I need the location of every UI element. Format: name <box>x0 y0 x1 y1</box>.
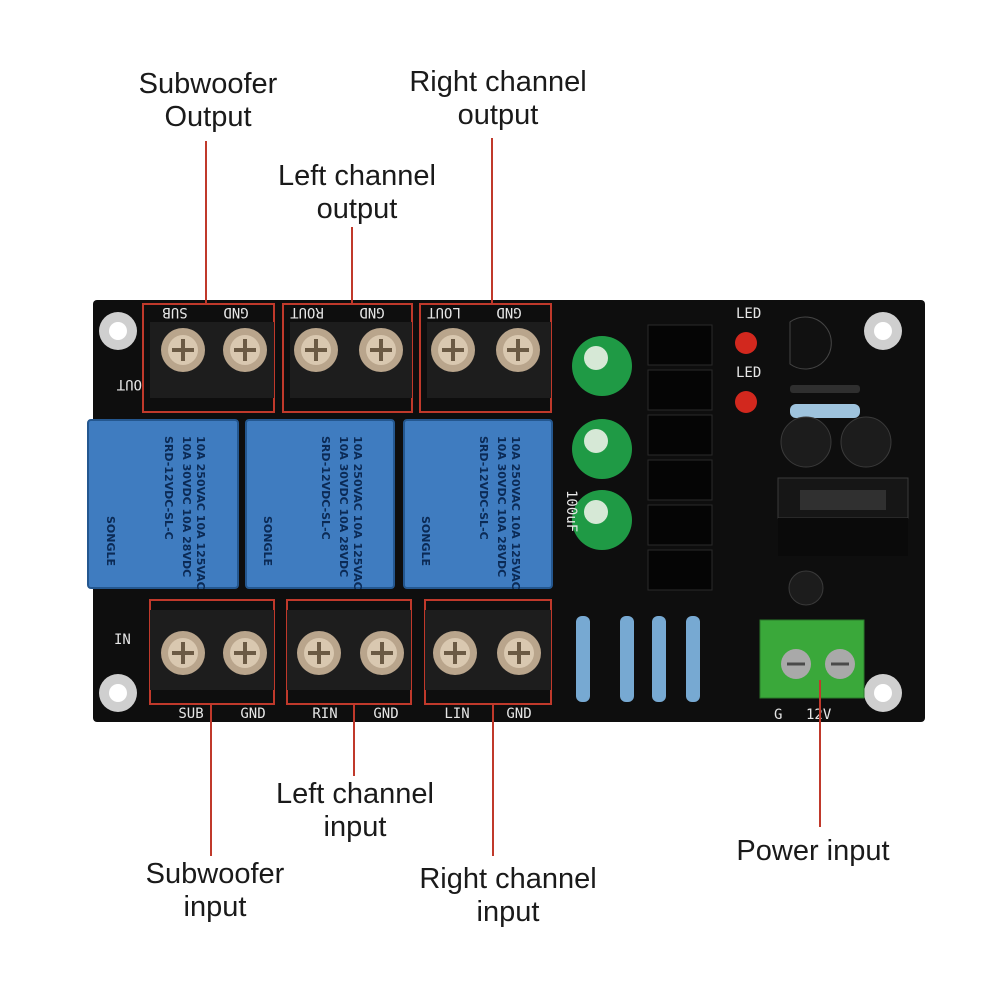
bottom-label-sub: SUB <box>178 706 203 722</box>
relay-2: 10A 250VAC 10A 125VAC 10A 30VDC 10A 28VD… <box>245 419 395 590</box>
callout-left-channel-input-line2: input <box>323 811 387 843</box>
resistors <box>576 616 700 702</box>
resistor-top <box>790 404 860 418</box>
svg-text:SRD-12VDC-SL-C: SRD-12VDC-SL-C <box>319 436 332 540</box>
callout-left-channel-output-line2: output <box>316 193 398 225</box>
callout-subwoofer-output: Subwoofer Output <box>118 68 298 134</box>
led-label-2: LED <box>736 365 761 381</box>
relay-3: 10A 250VAC 10A 125VAC 10A 30VDC 10A 28VD… <box>403 419 553 590</box>
top-label-gnd-2: GND <box>359 304 384 320</box>
svg-text:SONGLE: SONGLE <box>104 516 117 566</box>
callout-right-channel-input: Right channel input <box>400 863 616 929</box>
callout-subwoofer-input-line2: input <box>183 891 247 923</box>
top-label-gnd-1: GND <box>223 304 248 320</box>
leader-right-out <box>491 138 493 304</box>
callout-subwoofer-output-line1: Subwoofer <box>138 68 278 100</box>
callout-right-channel-output-line2: output <box>457 99 539 131</box>
callout-power-input: Power input <box>716 835 910 868</box>
callout-right-channel-input-line1: Right channel <box>419 863 597 895</box>
screw-icon <box>161 328 540 372</box>
callout-left-channel-input: Left channel input <box>256 778 454 844</box>
callout-subwoofer-output-line2: Output <box>164 101 252 133</box>
input-terminals: SUB GND RIN GND LIN GND <box>149 599 552 722</box>
in-side-label: IN <box>114 632 131 648</box>
screw-icon <box>161 631 541 675</box>
mounting-hole-tr <box>864 312 902 350</box>
ic-chips <box>647 324 713 591</box>
power-label-g: G <box>774 707 782 723</box>
leader-left-in <box>353 704 355 776</box>
mounting-hole-br <box>864 674 902 712</box>
diode <box>790 385 860 393</box>
bottom-label-gnd-3: GND <box>506 706 531 722</box>
led-label-1: LED <box>736 306 761 322</box>
top-label-sub: SUB <box>162 304 187 320</box>
callout-right-channel-input-line2: input <box>476 896 540 928</box>
svg-text:10A 250VAC 10A 125VAC: 10A 250VAC 10A 125VAC <box>351 436 364 590</box>
svg-text:SRD-12VDC-SL-C: SRD-12VDC-SL-C <box>162 436 175 540</box>
callout-left-channel-output: Left channel output <box>258 160 456 226</box>
callout-left-channel-input-line1: Left channel <box>275 778 434 810</box>
transistor <box>789 316 832 370</box>
svg-text:10A 30VDC 10A 28VDC: 10A 30VDC 10A 28VDC <box>495 436 508 577</box>
out-side-label: OUT <box>116 376 142 392</box>
terminal-block-top <box>150 322 551 398</box>
callout-subwoofer-input: Subwoofer input <box>125 858 305 924</box>
leader-sub-out <box>205 141 207 304</box>
leader-right-in <box>492 704 494 856</box>
leader-sub-in <box>210 704 212 856</box>
electrolytic-capacitors: 100uF <box>563 336 632 550</box>
power-terminal: G 12V <box>759 619 865 723</box>
svg-text:10A 30VDC 10A 28VDC: 10A 30VDC 10A 28VDC <box>337 436 350 577</box>
svg-text:10A 30VDC 10A 28VDC: 10A 30VDC 10A 28VDC <box>180 436 193 577</box>
bottom-terminal-labels: SUB GND RIN GND LIN GND <box>178 706 531 722</box>
callout-power-input-line1: Power input <box>736 835 890 867</box>
top-label-rout: ROUT <box>290 304 324 320</box>
mounting-hole-bl <box>99 674 137 712</box>
svg-text:10A 250VAC 10A 125VAC: 10A 250VAC 10A 125VAC <box>194 436 207 590</box>
svg-text:10A 250VAC 10A 125VAC: 10A 250VAC 10A 125VAC <box>509 436 522 590</box>
top-label-lout: LOUT <box>427 304 461 320</box>
callout-right-channel-output: Right channel output <box>390 66 606 132</box>
svg-text:SRD-12VDC-SL-C: SRD-12VDC-SL-C <box>477 436 490 540</box>
top-label-gnd-3: GND <box>496 304 521 320</box>
callout-right-channel-output-line1: Right channel <box>409 66 587 98</box>
bottom-label-gnd-1: GND <box>240 706 265 722</box>
bottom-label-lin: LIN <box>444 706 469 722</box>
voltage-regulator-heatsink <box>777 477 909 556</box>
callout-left-channel-output-line1: Left channel <box>277 160 436 192</box>
bottom-label-gnd-2: GND <box>373 706 398 722</box>
relay-1: 10A 250VAC 10A 125VAC 10A 30VDC 10A 28VD… <box>87 419 239 590</box>
top-terminal-labels: SUB GND ROUT GND LOUT GND <box>162 304 521 320</box>
power-label-12v: 12V <box>806 707 832 723</box>
cap-label: 100uF <box>563 490 579 532</box>
bottom-label-rin: RIN <box>312 706 337 722</box>
led-indicators: LED LED <box>735 306 761 413</box>
output-terminals: SUB GND ROUT GND LOUT GND <box>142 303 552 413</box>
leader-power-in <box>819 680 821 827</box>
callout-subwoofer-input-line1: Subwoofer <box>145 858 285 890</box>
svg-text:SONGLE: SONGLE <box>419 516 432 566</box>
svg-text:SONGLE: SONGLE <box>261 516 274 566</box>
mounting-hole-tl <box>99 312 137 350</box>
filter-capacitors <box>780 416 892 606</box>
leader-left-out <box>351 227 353 304</box>
